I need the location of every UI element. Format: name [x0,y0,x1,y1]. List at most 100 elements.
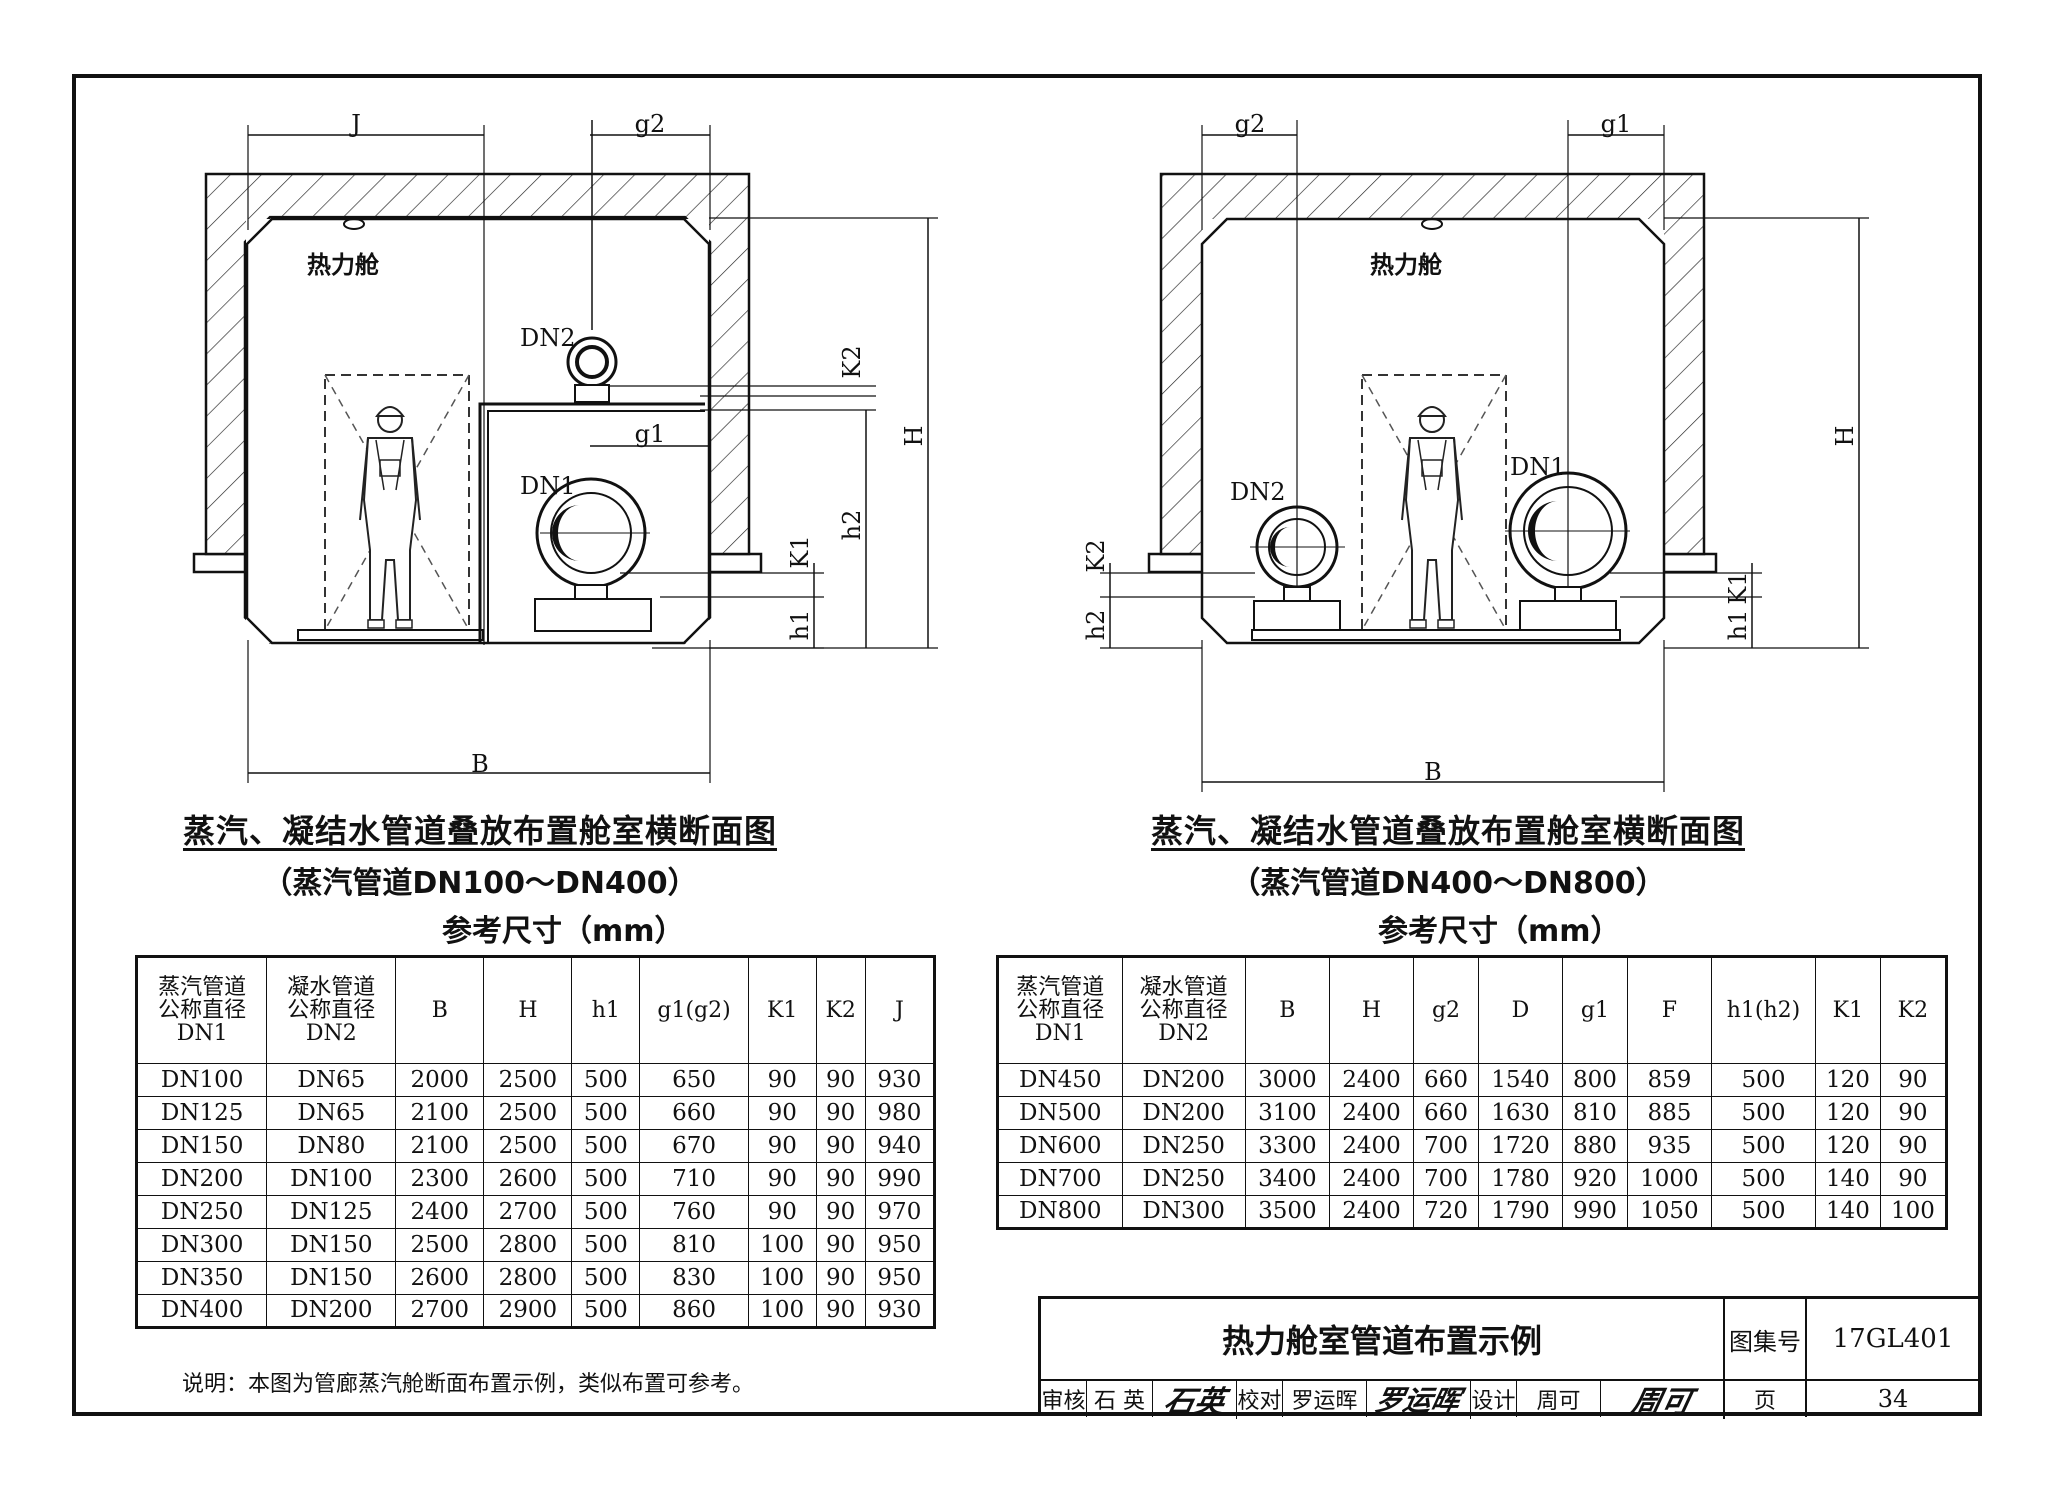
table-header-cell: B [1244,956,1330,1064]
table-header-text: g1 [1580,997,1609,1023]
pipe-label-dn2: DN2 [1230,478,1286,506]
dim-label-h2: h2 [838,510,866,541]
table-header-cell: H [483,956,573,1064]
table-cell: DN700 [997,1162,1123,1196]
table-cell: DN150 [135,1129,268,1163]
table-cell: 500 [1711,1096,1816,1130]
right-caption-sub: （蒸汽管道DN400～DN800） [1230,866,1666,901]
table-cell: 2100 [395,1129,485,1163]
table-cell: 2700 [483,1195,573,1229]
table-cell: DN150 [266,1228,397,1262]
table-header-cell: J [864,956,936,1064]
table-cell: 100 [747,1228,817,1262]
dim-label-g2: g2 [635,110,666,138]
dim-label-K2: K2 [838,345,866,378]
table-cell: 2400 [1328,1096,1415,1130]
table-cell: DN250 [1121,1129,1246,1163]
table-cell: 500 [571,1096,641,1130]
table-cell: 3000 [1244,1063,1330,1097]
pipe-label-dn2: DN2 [520,324,576,352]
table-cell: DN200 [1121,1063,1246,1097]
table-cell: 140 [1815,1162,1881,1196]
table-cell: 930 [864,1294,936,1328]
table-cell: 500 [1711,1162,1816,1196]
table-header-cell: h1 [571,956,641,1064]
table-header-text: F [1661,997,1678,1023]
table-cell: 930 [864,1063,936,1097]
dim-label-h1: h1 [1724,610,1752,641]
table-cell: DN600 [997,1129,1123,1163]
table-cell: 2400 [1328,1162,1415,1196]
right-section [1100,120,1869,792]
table-header-text: g2 [1431,997,1461,1023]
table-header-cell: g1(g2) [639,956,749,1064]
table-cell: 1000 [1626,1162,1713,1196]
table-cell: DN150 [266,1261,397,1295]
table-cell: DN65 [266,1063,397,1097]
table-header-text: 凝水管道 [287,974,376,1000]
table-header-text: J [894,997,904,1023]
table-cell: 3500 [1244,1195,1330,1229]
table-cell: 670 [639,1129,749,1163]
table-header-text: H [1361,997,1382,1023]
table-cell: 950 [864,1261,936,1295]
dim-label-B: B [1424,758,1442,786]
table-header-text: 公称直径 [1139,997,1228,1023]
table-cell: 2400 [395,1195,485,1229]
left-section [192,120,938,783]
table-cell: DN125 [135,1096,268,1130]
table-cell: 990 [864,1162,936,1196]
check-label: 校对 [1237,1381,1283,1417]
table-cell: DN125 [266,1195,397,1229]
table-cell: 2500 [483,1096,573,1130]
drawing-frame [72,74,1982,1416]
table-header-cell: K1 [1815,956,1881,1064]
reviewer-name: 石 英 [1087,1381,1153,1417]
table-cell: 140 [1815,1195,1881,1229]
table-cell: 1720 [1477,1129,1564,1163]
table-header-text: K2 [825,997,856,1023]
table-cell: 880 [1562,1129,1628,1163]
table-cell: 500 [571,1294,641,1328]
table-cell: 860 [639,1294,749,1328]
table-cell: 2600 [483,1162,573,1196]
table-cell: 3100 [1244,1096,1330,1130]
table-header-text: DN1 [176,1021,228,1047]
table-cell: 859 [1626,1063,1713,1097]
table-cell: 3400 [1244,1162,1330,1196]
table-cell: 120 [1815,1063,1881,1097]
table-cell: 2300 [395,1162,485,1196]
table-cell: 90 [1879,1063,1948,1097]
table-header-cell: F [1626,956,1713,1064]
table-cell: 2800 [483,1228,573,1262]
table-header-text: 公称直径 [158,997,247,1023]
table-cell: 2900 [483,1294,573,1328]
table-cell: DN250 [135,1195,268,1229]
table-header-cell: g2 [1413,956,1479,1064]
table-cell: 2100 [395,1096,485,1130]
room-label: 热力舱 [307,251,380,279]
table-cell: DN450 [997,1063,1123,1097]
table-header-text: 凝水管道 [1139,974,1228,1000]
table-cell: 500 [571,1162,641,1196]
table-cell: 660 [1413,1096,1479,1130]
table-cell: 1790 [1477,1195,1564,1229]
table-cell: DN300 [1121,1195,1246,1229]
table-cell: DN250 [1121,1162,1246,1196]
table-cell: 90 [747,1162,817,1196]
table-header-text: H [518,997,538,1023]
table-cell: 760 [639,1195,749,1229]
atlas-label: 图集号 [1725,1299,1807,1381]
table-cell: 90 [1879,1162,1948,1196]
table-header-cell: K2 [815,956,866,1064]
table-cell: DN100 [135,1063,268,1097]
dim-label-K1: K1 [786,535,814,568]
dim-label-H: H [1831,426,1859,447]
right-caption: 蒸汽、凝结水管道叠放布置舱室横断面图 （蒸汽管道DN400～DN800） [1118,806,1778,902]
